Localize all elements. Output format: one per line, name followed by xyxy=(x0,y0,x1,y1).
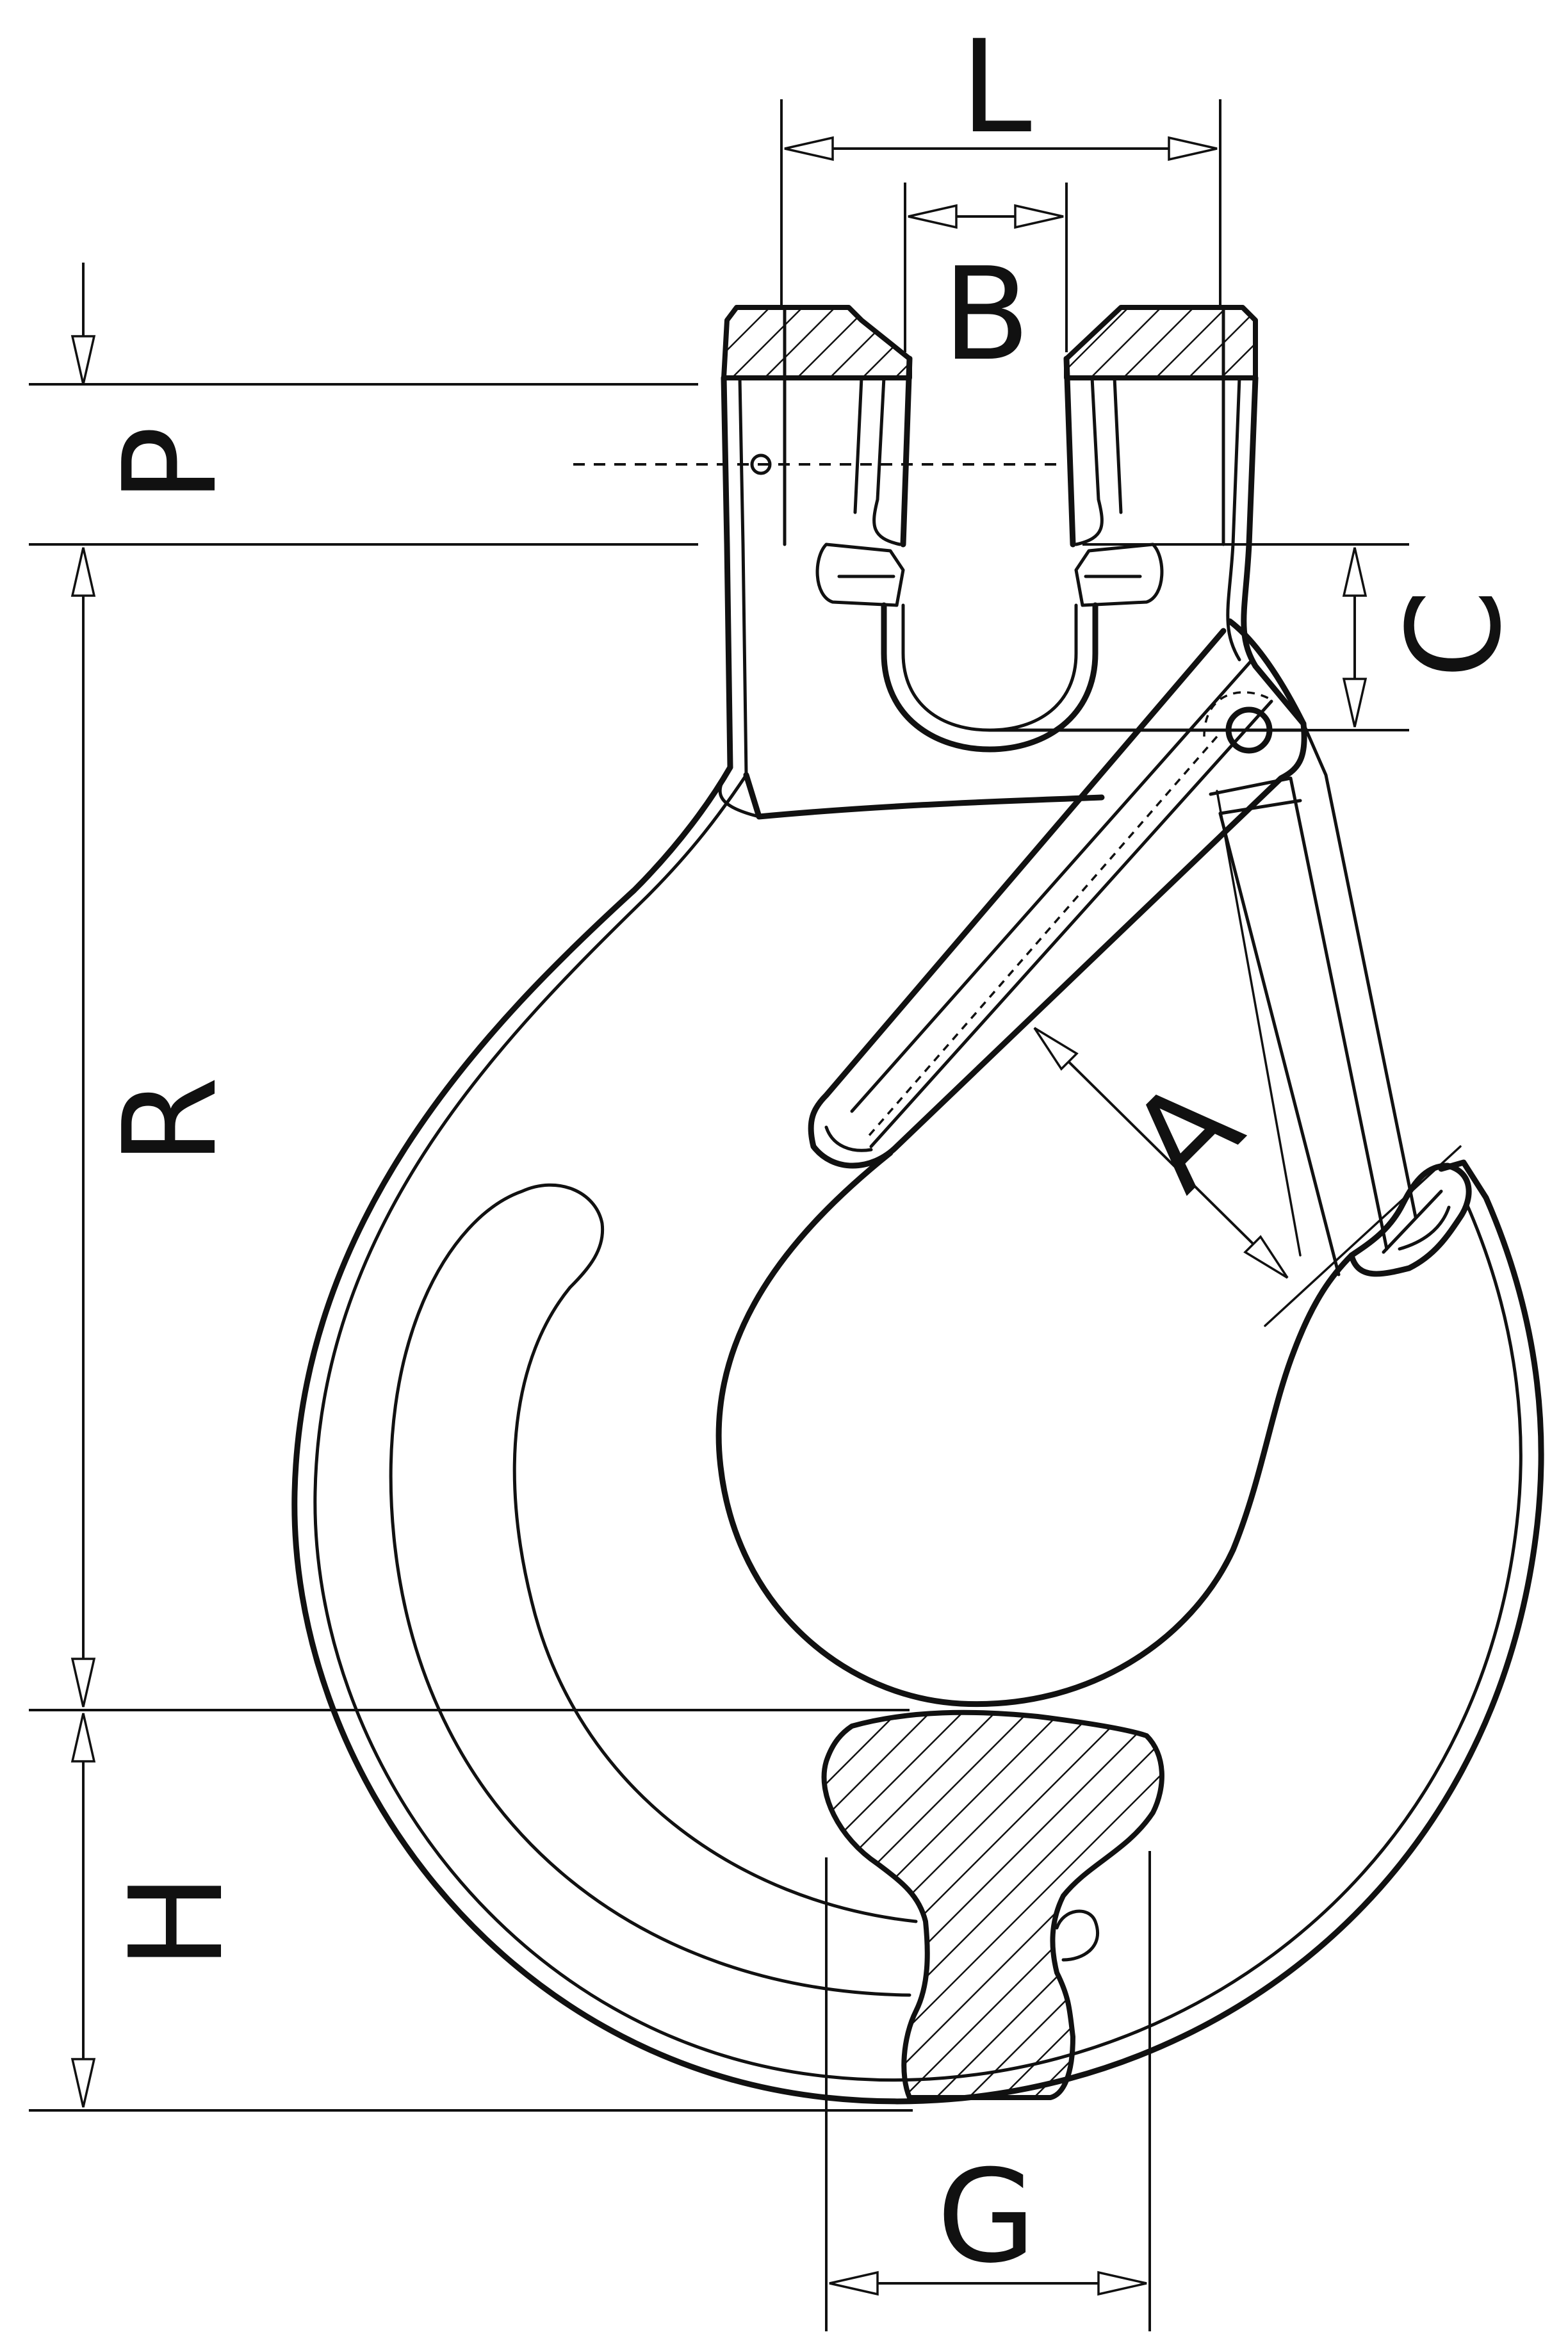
A-dimension-line xyxy=(1033,1027,1289,1279)
right-ear-tab xyxy=(1074,542,1164,607)
clevis-left-ear-section xyxy=(721,305,912,380)
clevis-right-ear-section xyxy=(1064,305,1258,380)
latch-spring xyxy=(1209,776,1389,1251)
left-ear-tab xyxy=(815,542,905,607)
hook-outer-contour-inner xyxy=(313,773,1523,2082)
label-C: C xyxy=(1380,589,1530,679)
safety-latch xyxy=(808,618,1472,1277)
label-G: G xyxy=(937,2142,1036,2292)
hook-throat xyxy=(715,1150,1355,1708)
shoulder-line-inner xyxy=(718,765,761,819)
label-A: A xyxy=(1102,1051,1270,1219)
clevis-slot xyxy=(881,602,1098,753)
latch-tip xyxy=(1348,1162,1472,1277)
label-H: H xyxy=(102,1873,252,1969)
label-R: R xyxy=(96,1077,245,1166)
label-L: L xyxy=(960,13,1031,162)
label-P: P xyxy=(96,426,245,503)
pin-hole xyxy=(750,453,772,475)
hook-inner-crease xyxy=(389,1183,918,1997)
clevis-left-ear xyxy=(721,375,733,770)
latch-pivot xyxy=(1225,706,1273,754)
latch-arm xyxy=(808,618,1307,1169)
dimensions xyxy=(29,99,1462,2331)
hook-cross-section xyxy=(821,1709,1164,2100)
cross-section-notch xyxy=(1055,1909,1100,1962)
clevis-right-ear xyxy=(1063,355,1076,548)
shoulder-line xyxy=(743,772,1105,820)
clevis-head xyxy=(573,305,1309,777)
hook-body xyxy=(291,764,1544,2105)
label-B: B xyxy=(942,240,1030,389)
hook-outer-contour xyxy=(291,764,1544,2105)
